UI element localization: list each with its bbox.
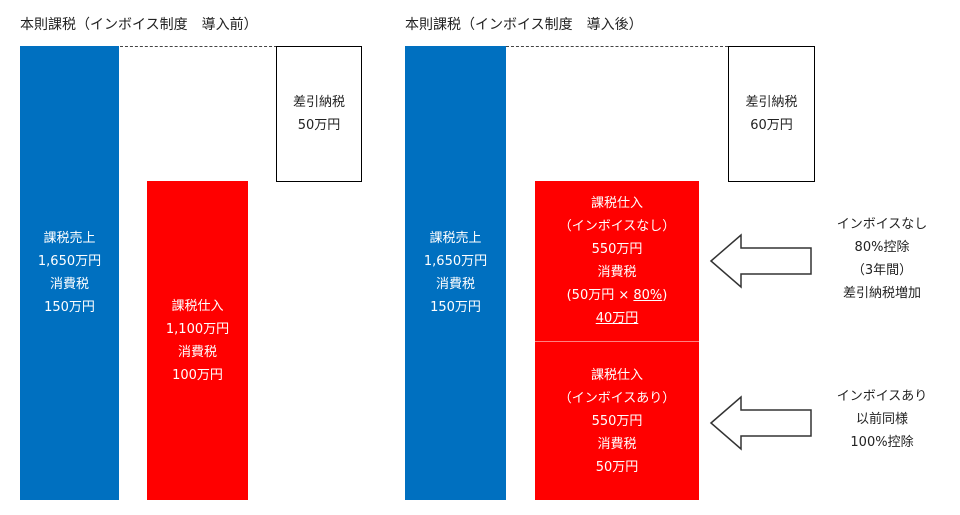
right-purchase-no-invoice-box: 課税仕入 （インボイスなし） 550万円 消費税 (50万円 × 80%) 40…	[535, 181, 699, 341]
right-sales-line-4: 150万円	[430, 300, 481, 315]
left-heading: 本則課税（インボイス制度 導入前）	[20, 17, 258, 33]
left-net-tax-line-1: 差引納税	[292, 95, 345, 110]
purchase-split-line	[535, 341, 699, 342]
left-sales-line-1: 課税売上	[43, 231, 96, 246]
no-invoice-line-5-suffix: )	[662, 288, 668, 303]
note-with-invoice-line-1: インボイスあり	[836, 389, 928, 404]
left-dashed-guide	[120, 46, 277, 47]
right-sales-line-2: 1,650万円	[423, 254, 488, 269]
no-invoice-line-1: 課税仕入	[590, 196, 643, 211]
note-with-invoice-line-3: 100%控除	[850, 435, 914, 450]
left-sales-line-4: 150万円	[44, 300, 95, 315]
left-purchase-box: 課税仕入 1,100万円 消費税 100万円	[147, 181, 248, 500]
note-no-invoice-line-1: インボイスなし	[836, 217, 928, 232]
no-invoice-line-2: （インボイスなし）	[558, 219, 676, 234]
left-sales-line-2: 1,650万円	[37, 254, 102, 269]
note-no-invoice: インボイスなし 80%控除 （3年間） 差引納税増加	[820, 213, 944, 305]
left-purchase-line-1: 課税仕入	[171, 298, 224, 314]
right-dashed-guide	[506, 46, 728, 47]
left-net-tax-box: 差引納税 50万円	[276, 46, 362, 182]
no-invoice-line-4: 消費税	[597, 265, 637, 280]
left-purchase-line-4: 100万円	[172, 367, 223, 383]
left-purchase-line-3: 消費税	[177, 344, 217, 360]
note-no-invoice-line-2: 80%控除	[854, 240, 910, 255]
right-heading: 本則課税（インボイス制度 導入後）	[405, 17, 643, 33]
arrow-left-icon	[709, 395, 812, 451]
right-net-tax-box: 差引納税 60万円	[728, 46, 815, 182]
note-with-invoice-line-2: 以前同様	[855, 412, 908, 427]
left-sales-line-3: 消費税	[49, 277, 89, 292]
right-sales-line-3: 消費税	[435, 277, 475, 292]
with-invoice-line-3: 550万円	[591, 413, 643, 429]
no-invoice-line-5: (50万円 × 80%)	[567, 284, 668, 307]
with-invoice-line-5: 50万円	[595, 459, 639, 475]
no-invoice-line-3: 550万円	[591, 242, 643, 257]
with-invoice-line-1: 課税仕入	[590, 367, 643, 383]
note-no-invoice-line-4: 差引納税増加	[842, 286, 921, 301]
note-with-invoice: インボイスあり 以前同様 100%控除	[820, 385, 944, 454]
right-net-tax-line-1: 差引納税	[745, 95, 798, 110]
no-invoice-line-6: 40万円	[595, 311, 639, 326]
with-invoice-line-2: （インボイスあり）	[558, 390, 676, 406]
right-net-tax-line-2: 60万円	[750, 118, 793, 133]
right-sales-line-1: 課税売上	[429, 231, 482, 246]
no-invoice-rate: 80%	[633, 288, 663, 303]
with-invoice-line-4: 消費税	[597, 436, 637, 452]
left-net-tax-line-2: 50万円	[297, 118, 341, 133]
right-purchase-with-invoice-box: 課税仕入 （インボイスあり） 550万円 消費税 50万円	[535, 342, 699, 500]
no-invoice-line-5-prefix: (50万円 ×	[566, 288, 634, 303]
left-sales-box: 課税売上 1,650万円 消費税 150万円	[20, 46, 119, 500]
arrow-left-icon	[709, 233, 812, 289]
right-sales-box: 課税売上 1,650万円 消費税 150万円	[405, 46, 506, 500]
note-no-invoice-line-3: （3年間）	[851, 263, 913, 278]
left-purchase-line-2: 1,100万円	[165, 321, 230, 337]
